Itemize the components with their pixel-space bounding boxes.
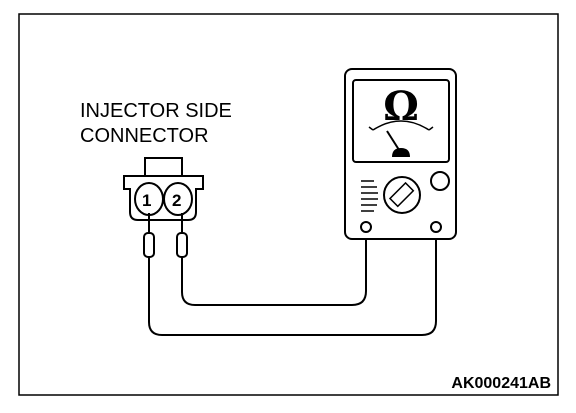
pin-cavity-2 — [163, 182, 193, 216]
meter-scale-arc — [372, 120, 430, 131]
probe-1-handle — [143, 232, 155, 258]
meter-terminal-left — [360, 221, 372, 233]
lead-pin-2-to-meter-left — [181, 232, 367, 306]
test-leads — [148, 232, 437, 336]
zero-adjust-knob-icon — [430, 171, 450, 191]
ohmmeter — [344, 68, 457, 240]
pin-label-2: 2 — [172, 191, 181, 210]
selector-knob — [388, 181, 415, 208]
injector-connector — [123, 157, 204, 221]
figure-frame — [18, 13, 559, 396]
ohm-symbol-icon: Ω — [383, 83, 419, 130]
lead-pin-1-to-meter-right — [148, 232, 437, 336]
connector-label-line1: INJECTOR SIDE — [80, 100, 232, 122]
range-marks — [361, 180, 378, 212]
connector-label-line2: CONNECTOR — [80, 125, 209, 147]
meter-terminal-right — [430, 221, 442, 233]
figure-code: AK000241AB — [451, 375, 551, 392]
probe-2-handle — [176, 232, 188, 258]
meter-scale-ticks — [368, 126, 434, 131]
needle-pivot — [392, 148, 410, 157]
connector-latch — [144, 157, 183, 176]
pin-label-1: 1 — [142, 191, 151, 210]
